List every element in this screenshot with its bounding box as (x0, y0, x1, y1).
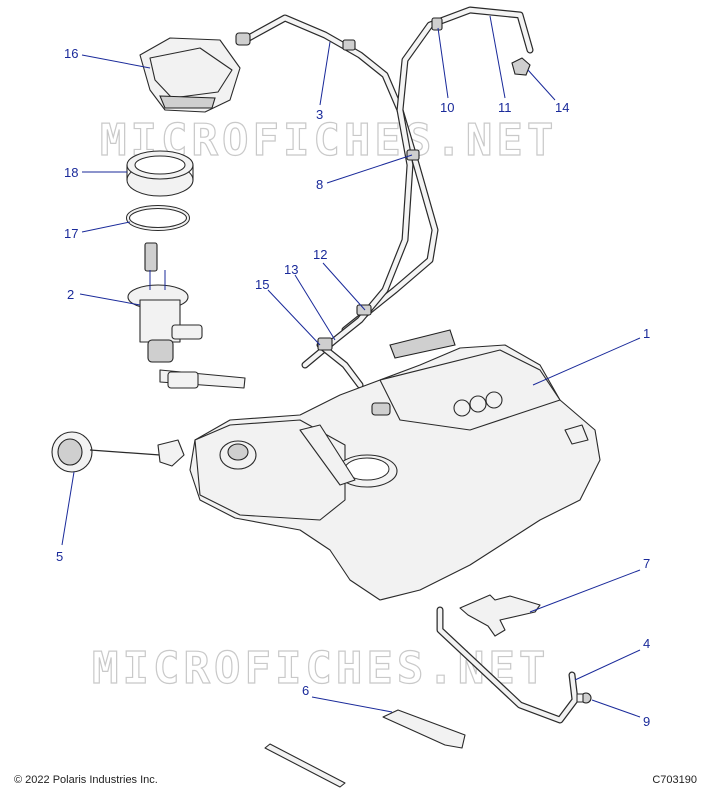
callout-3: 3 (316, 107, 323, 122)
part-6-pad-strip (382, 709, 466, 749)
callout-6: 6 (302, 683, 309, 698)
part-9-bolt (576, 692, 592, 704)
part-14-fitting (511, 57, 531, 76)
part-7-pad (459, 594, 541, 637)
part-hoses (235, 6, 534, 389)
callout-13: 13 (284, 262, 298, 277)
callouts: 16 18 17 2 5 3 8 10 11 14 12 13 15 1 7 4… (56, 46, 650, 729)
part-5-fuel-cap (51, 431, 185, 473)
callout-1: 1 (643, 326, 650, 341)
watermark-bottom: MICROFICHES.NET (92, 643, 549, 694)
part-4-strap (436, 606, 579, 724)
drawing-number: C703190 (652, 774, 697, 786)
callout-7: 7 (643, 556, 650, 571)
callout-12: 12 (313, 247, 327, 262)
part-strip (264, 743, 346, 788)
callout-16: 16 (64, 46, 78, 61)
part-1-fuel-tank (189, 329, 601, 601)
part-18-lock-ring (126, 150, 194, 197)
part-17-gasket (126, 205, 190, 231)
callout-4: 4 (643, 636, 650, 651)
callout-5: 5 (56, 549, 63, 564)
callout-17: 17 (64, 226, 78, 241)
callout-8: 8 (316, 177, 323, 192)
part-2-fuel-pump (127, 242, 246, 389)
callout-18: 18 (64, 165, 78, 180)
callout-15: 15 (255, 277, 269, 292)
copyright-text: © 2022 Polaris Industries Inc. (14, 774, 158, 786)
callout-14: 14 (555, 100, 569, 115)
callout-11: 11 (498, 100, 512, 115)
callout-2: 2 (67, 287, 74, 302)
part-16-pump-cover (139, 37, 241, 113)
leader-lines (61, 15, 641, 718)
callout-9: 9 (643, 714, 650, 729)
callout-10: 10 (440, 100, 454, 115)
